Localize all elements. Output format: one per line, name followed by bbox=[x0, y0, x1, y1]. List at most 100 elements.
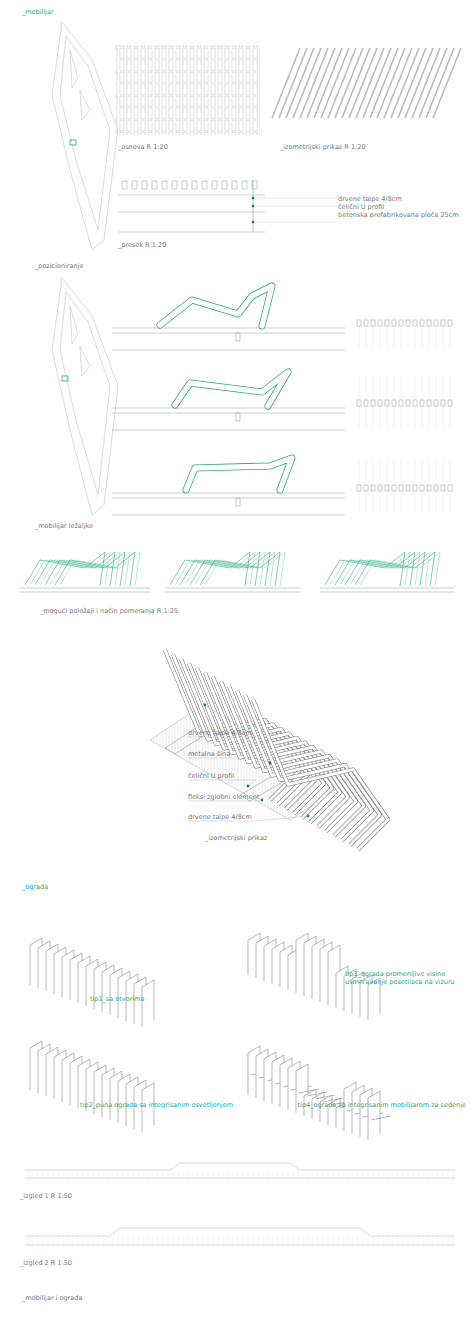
lounger-position bbox=[55, 552, 135, 586]
elevation-tick bbox=[53, 1237, 54, 1245]
elevation-tick bbox=[98, 1171, 99, 1178]
slat-section bbox=[385, 320, 389, 326]
slat-line bbox=[401, 375, 402, 428]
slat-line bbox=[373, 375, 374, 428]
elevation-tick bbox=[58, 1171, 59, 1178]
slat-section bbox=[427, 320, 431, 326]
elevation-tick bbox=[353, 1237, 354, 1245]
slat-line bbox=[380, 328, 381, 348]
elevation-tick bbox=[163, 1171, 164, 1178]
slat bbox=[272, 48, 300, 118]
elevation-tick bbox=[353, 1171, 354, 1178]
elevation-tick bbox=[438, 1237, 439, 1245]
slat bbox=[314, 48, 342, 118]
elevation-tick bbox=[68, 1237, 69, 1245]
elevation-tick bbox=[138, 1171, 139, 1178]
elevation-tick bbox=[418, 1171, 419, 1178]
slat-line bbox=[436, 375, 437, 428]
elevation-tick bbox=[168, 1171, 169, 1178]
callout-label: fleksi zglobni element bbox=[188, 793, 259, 801]
elevation-tick bbox=[113, 1237, 114, 1245]
elevation-tick bbox=[113, 1171, 114, 1178]
slat-line bbox=[387, 460, 388, 513]
elevation-tick bbox=[158, 1237, 159, 1245]
lounger-position bbox=[170, 552, 250, 586]
elevation-tick bbox=[393, 1237, 394, 1245]
elevation-tick bbox=[43, 1171, 44, 1178]
callout-label: drvene talpe 4/8cm bbox=[188, 813, 252, 821]
elevation-tick bbox=[88, 1171, 89, 1178]
slat-section bbox=[434, 320, 438, 326]
material-note: drvene talpe 4/8cm bbox=[338, 195, 402, 203]
elevation-tick bbox=[208, 1237, 209, 1245]
elevation-tick bbox=[133, 1237, 134, 1245]
elevation-tick bbox=[243, 1171, 244, 1178]
elevation-tick bbox=[213, 1171, 214, 1178]
leader-line bbox=[256, 816, 308, 821]
elevation-tick bbox=[443, 1237, 444, 1245]
slat-section bbox=[142, 181, 147, 189]
material-note: betonska prefabrikovana ploča 25cm bbox=[338, 211, 459, 219]
lounger-profile bbox=[160, 286, 292, 490]
elevation-tick bbox=[223, 1237, 224, 1245]
elevation-tick bbox=[248, 1237, 249, 1245]
drawing-title: _izgled 1 R 1:50 bbox=[20, 1192, 72, 1200]
fence-slat bbox=[368, 1091, 391, 1140]
elevation-tick bbox=[348, 1171, 349, 1178]
callout-label: čelični U profil bbox=[188, 772, 234, 780]
elevation-tick bbox=[333, 1171, 334, 1178]
slat bbox=[279, 48, 307, 118]
elevation-tick bbox=[98, 1237, 99, 1245]
elevation-tick bbox=[178, 1237, 179, 1245]
slat bbox=[398, 48, 426, 118]
slat bbox=[363, 48, 391, 118]
elevation-tick bbox=[148, 1171, 149, 1178]
elevation-tick bbox=[83, 1171, 84, 1178]
elevation-tick bbox=[398, 1237, 399, 1245]
elevation-tick bbox=[378, 1171, 379, 1178]
drawing-title: _izometrijski prikaz bbox=[205, 834, 267, 842]
elevation-tick bbox=[93, 1237, 94, 1245]
elevation-tick bbox=[123, 1237, 124, 1245]
slat-line bbox=[415, 328, 416, 348]
elevation-tick bbox=[443, 1171, 444, 1178]
elevation-tick bbox=[323, 1237, 324, 1245]
slat-section bbox=[222, 181, 227, 189]
elevation-tick bbox=[78, 1237, 79, 1245]
lounger-position bbox=[355, 552, 435, 586]
slat bbox=[377, 48, 405, 118]
elevation-tick bbox=[328, 1171, 329, 1178]
elevation-tick bbox=[293, 1171, 294, 1178]
type-label: tip1_sa otvorima bbox=[90, 995, 144, 1003]
slat-section bbox=[364, 320, 368, 326]
elevation-tick bbox=[418, 1237, 419, 1245]
slat-line bbox=[373, 460, 374, 513]
elevation-tick bbox=[388, 1237, 389, 1245]
elevation-tick bbox=[448, 1237, 449, 1245]
elevation-tick bbox=[368, 1237, 369, 1245]
elevation-tick bbox=[378, 1237, 379, 1245]
drawing-title: _izgled 2 R 1:50 bbox=[20, 1259, 72, 1267]
elevation-tick bbox=[403, 1171, 404, 1178]
slat-line bbox=[436, 460, 437, 513]
elevation-tick bbox=[63, 1171, 64, 1178]
lounger-position bbox=[190, 552, 270, 586]
fence-slat bbox=[142, 980, 154, 1027]
elevation-tick bbox=[118, 1237, 119, 1245]
elevation-tick bbox=[298, 1237, 299, 1245]
slat bbox=[300, 48, 328, 118]
elevation-tick bbox=[173, 1237, 174, 1245]
slat-section bbox=[192, 181, 197, 189]
lounger-position bbox=[360, 552, 440, 586]
slat-section bbox=[162, 181, 167, 189]
elevation bbox=[25, 1163, 455, 1245]
slat-line bbox=[380, 375, 381, 428]
elevation-tick bbox=[73, 1171, 74, 1178]
slat-line bbox=[394, 328, 395, 348]
slat bbox=[286, 48, 314, 118]
drawing-title: _mobilijar ležaljke bbox=[35, 522, 93, 530]
elevation-tick bbox=[428, 1171, 429, 1178]
elevation-tick bbox=[258, 1237, 259, 1245]
slat-line bbox=[429, 460, 430, 513]
slat bbox=[412, 48, 440, 118]
